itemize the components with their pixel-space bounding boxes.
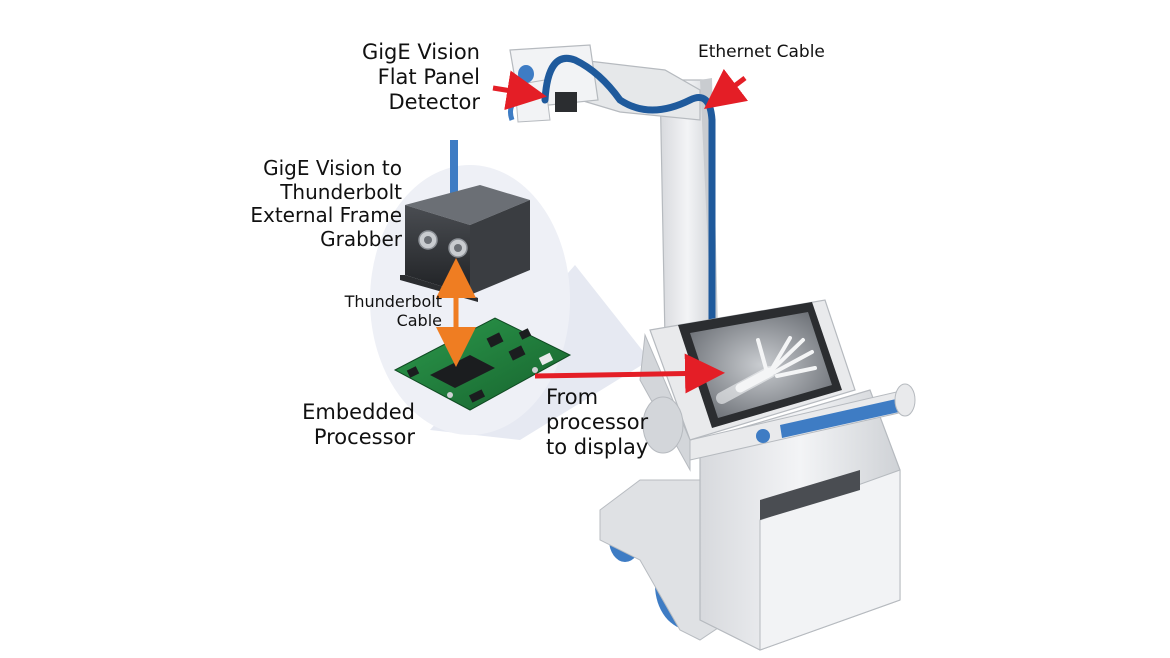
ethernet-arrow	[704, 68, 748, 110]
frame-grabber-box-icon	[400, 140, 530, 302]
processor-label: Embedded Processor	[280, 400, 415, 450]
detector-label: GigE Vision Flat Panel Detector	[350, 40, 480, 114]
ethernet-cable	[541, 55, 716, 334]
frame-grabber-label: GigE Vision to Thunderbolt External Fram…	[240, 156, 402, 251]
frame-grabber-label-line: External Frame	[250, 203, 402, 228]
frame-grabber-label-line: Grabber	[320, 226, 402, 251]
detector-cable	[450, 140, 458, 200]
xray-machine-icon	[508, 44, 916, 651]
display-label-line: processor	[546, 409, 649, 434]
thunderbolt-label-line: Cable	[396, 310, 442, 330]
detector-label-line: Detector	[388, 89, 480, 114]
arrows	[436, 68, 748, 394]
display-arrow	[534, 353, 725, 394]
frame-grabber-label-line: Thunderbolt	[280, 179, 402, 204]
display-label-line: to display	[546, 434, 649, 459]
xray-hand-icon	[716, 336, 817, 404]
thunderbolt-label: Thunderbolt Cable	[320, 292, 442, 331]
ethernet-label: Ethernet Cable	[698, 42, 825, 62]
detector-label-line: GigE Vision	[361, 40, 480, 64]
detector-label-line: Flat Panel	[377, 64, 480, 89]
display-label-line: From	[546, 385, 599, 409]
frame-grabber-label-line: GigE Vision to	[263, 156, 402, 180]
ethernet-label-text: Ethernet Cable	[698, 42, 825, 62]
thunderbolt-label-line: Thunderbolt	[344, 292, 442, 311]
processor-label-line: Processor	[313, 424, 415, 449]
cabinet-slot	[760, 470, 860, 520]
handle-knob	[756, 429, 770, 443]
detector-window	[555, 92, 577, 112]
processor-label-line: Embedded	[302, 400, 415, 424]
display-label: From processor to display	[546, 385, 648, 459]
detector-arrow	[492, 70, 547, 111]
